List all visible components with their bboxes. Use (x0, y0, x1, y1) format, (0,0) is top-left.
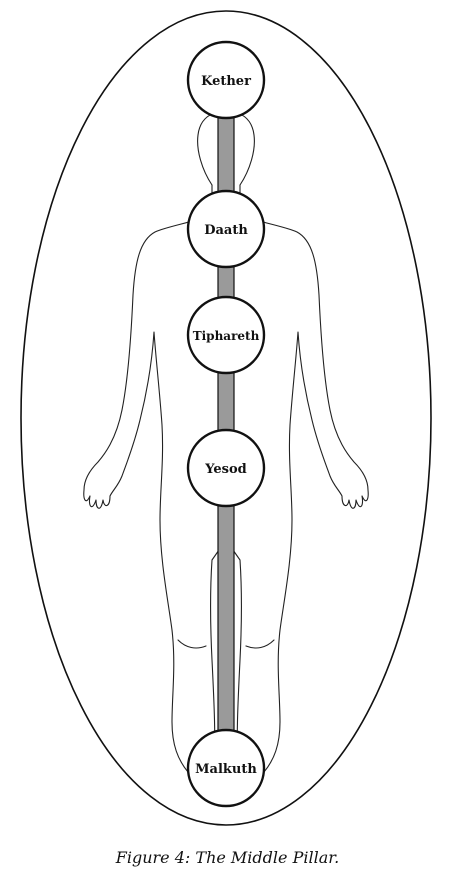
sephirah-kether: Kether (186, 40, 266, 120)
sephirah-circle (186, 40, 266, 120)
sephirah-label: Kether (201, 74, 251, 89)
sephirah-circle (186, 295, 266, 375)
sephirah-tiphareth: Tiphareth (186, 295, 266, 375)
sephirah-daath: Daath (186, 189, 266, 269)
sephirah-circle (186, 728, 266, 808)
sephirah-malkuth: Malkuth (186, 728, 266, 808)
pillar-segment-4 (217, 499, 235, 739)
pillar-segment-3 (217, 363, 235, 437)
figure-left-side (83, 184, 215, 784)
aura-ellipse (20, 10, 432, 826)
figure-knee-left (177, 639, 207, 649)
sephirah-circle (186, 189, 266, 269)
sephirah-label: Tiphareth (193, 329, 260, 343)
sephirah-label: Malkuth (195, 762, 257, 777)
sephirah-circle (186, 428, 266, 508)
human-figure-outline (83, 110, 369, 784)
figure-knee-right (245, 639, 275, 649)
figure-caption: Figure 4: The Middle Pillar. (115, 848, 340, 867)
sephirah-label: Yesod (204, 462, 247, 477)
middle-pillar-diagram: Kether Daath Tiphareth Yesod Malkuth (20, 10, 432, 826)
figure-right-side (237, 184, 369, 784)
sephirah-label: Daath (204, 223, 248, 238)
sephirah-yesod: Yesod (186, 428, 266, 508)
